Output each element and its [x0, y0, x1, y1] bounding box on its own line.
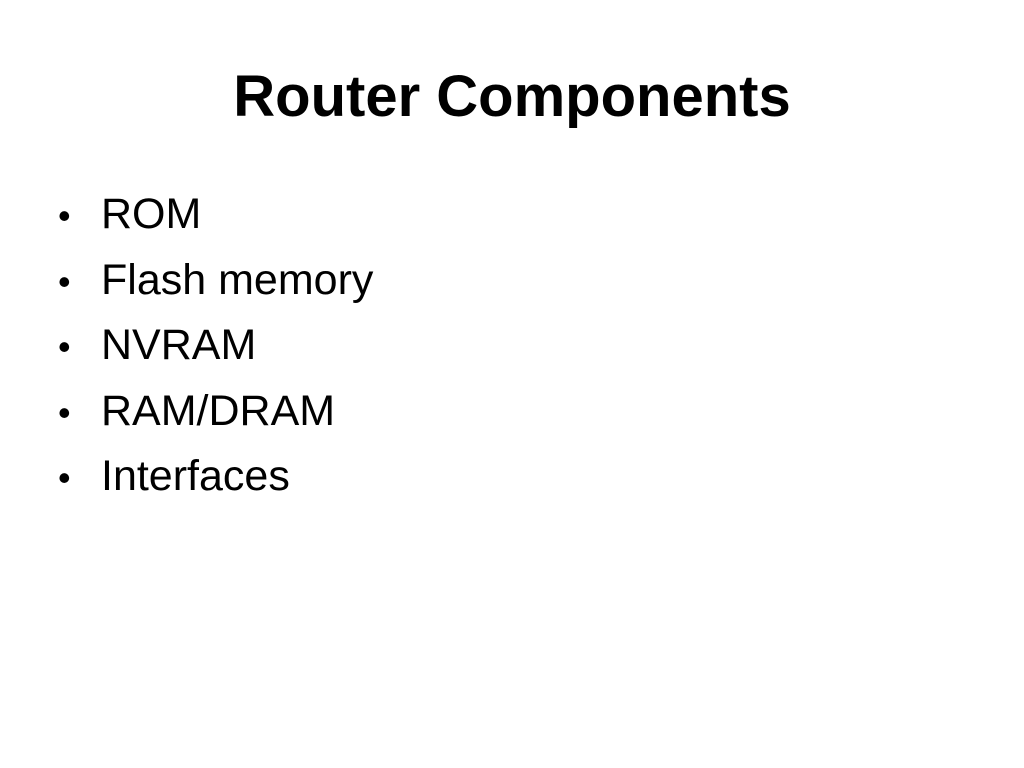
- bullet-text-rom: ROM: [101, 190, 202, 238]
- list-item: • NVRAM: [58, 313, 373, 379]
- bullet-list: • ROM • Flash memory • NVRAM • RAM/DRAM …: [58, 182, 373, 510]
- list-item: • ROM: [58, 182, 373, 248]
- bullet-text-ram-dram: RAM/DRAM: [101, 386, 336, 435]
- bullet-text-flash-memory: Flash memory: [101, 255, 374, 304]
- bullet-icon: •: [58, 457, 71, 498]
- list-item: • Interfaces: [58, 444, 373, 510]
- list-item: • Flash memory: [58, 248, 373, 314]
- bullet-icon: •: [58, 260, 71, 302]
- list-item: • RAM/DRAM: [58, 379, 373, 445]
- bullet-icon: •: [58, 391, 71, 433]
- bullet-text-interfaces: Interfaces: [101, 452, 290, 500]
- bullet-text-nvram: NVRAM: [101, 321, 257, 369]
- bullet-icon: •: [58, 195, 71, 236]
- slide-title: Router Components: [233, 64, 791, 129]
- bullet-icon: •: [58, 326, 71, 367]
